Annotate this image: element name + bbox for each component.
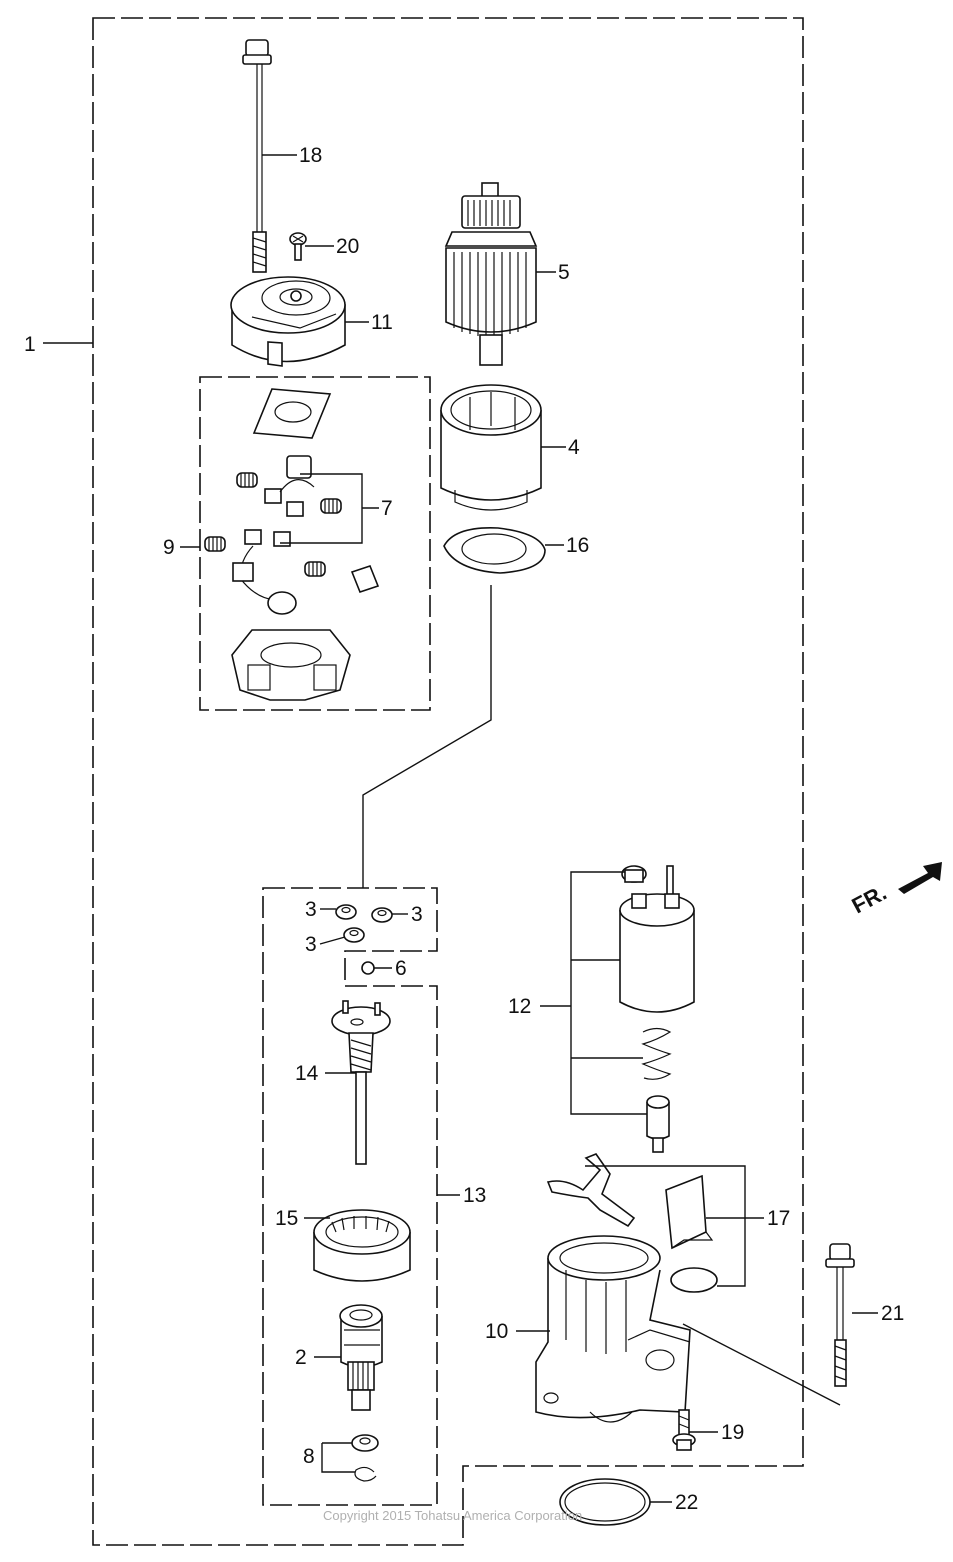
label-7: 7 xyxy=(381,497,393,520)
label-6: 6 xyxy=(395,957,407,980)
copyright-notice: Copyright 2015 Tohatsu America Corporati… xyxy=(323,1508,582,1523)
label-2: 2 xyxy=(295,1346,307,1369)
label-20: 20 xyxy=(336,235,359,258)
label-16: 16 xyxy=(566,534,589,557)
label-5: 5 xyxy=(558,261,570,284)
collar-8 xyxy=(351,1434,379,1452)
label-15: 15 xyxy=(275,1207,298,1230)
label-8: 8 xyxy=(303,1445,315,1468)
label-3b: 3 xyxy=(411,903,423,926)
label-3a: 3 xyxy=(305,898,317,921)
rubber-block-17 xyxy=(665,1174,714,1250)
label-1: 1 xyxy=(24,333,36,356)
bolt-21 xyxy=(825,1243,855,1387)
nut-group-box xyxy=(262,887,438,1506)
label-4: 4 xyxy=(568,436,580,459)
assembly-boundary xyxy=(92,17,804,1546)
internal-gear-15 xyxy=(313,1209,411,1282)
spring-12 xyxy=(641,1027,672,1080)
nut-3c xyxy=(343,927,365,943)
clip-8 xyxy=(354,1466,377,1482)
ball-6 xyxy=(361,961,375,975)
leader-7 xyxy=(280,473,379,544)
leader-16-connector xyxy=(362,585,492,888)
yoke-4 xyxy=(440,384,542,511)
leader-3c xyxy=(319,936,346,945)
label-3c: 3 xyxy=(305,933,317,956)
label-19: 19 xyxy=(721,1421,744,1444)
nut-3a xyxy=(335,904,357,920)
label-18: 18 xyxy=(299,144,322,167)
bolt-19 xyxy=(672,1409,696,1451)
label-9: 9 xyxy=(163,536,175,559)
label-12: 12 xyxy=(508,995,531,1018)
armature-5 xyxy=(444,182,538,366)
nut-3b xyxy=(371,907,393,923)
leader-21-bracket xyxy=(682,1323,841,1406)
pinion-shaft-14 xyxy=(331,1000,391,1165)
gasket-16 xyxy=(443,527,546,574)
plate-17 xyxy=(670,1267,718,1293)
solenoid-12 xyxy=(619,865,695,1013)
brush-springs-9 xyxy=(204,529,380,615)
front-arrow-icon xyxy=(898,862,942,894)
label-13: 13 xyxy=(463,1184,486,1207)
label-17: 17 xyxy=(767,1207,790,1230)
label-21: 21 xyxy=(881,1302,904,1325)
plunger-12 xyxy=(646,1095,670,1153)
label-10: 10 xyxy=(485,1320,508,1343)
leader-8 xyxy=(321,1442,355,1473)
pinion-clutch-2 xyxy=(339,1304,383,1411)
screw-20 xyxy=(289,232,307,261)
brush-plate xyxy=(252,388,332,439)
shift-lever-17 xyxy=(546,1153,636,1228)
bolt-18 xyxy=(242,39,272,273)
brush-springs-7 xyxy=(236,455,342,517)
label-22: 22 xyxy=(675,1491,698,1514)
leader-12 xyxy=(540,871,647,1115)
label-14: 14 xyxy=(295,1062,319,1085)
front-bracket-10 xyxy=(535,1235,691,1423)
label-11: 11 xyxy=(371,311,393,334)
leader-17 xyxy=(585,1165,764,1287)
front-indicator-label: FR. xyxy=(848,880,891,919)
brush-holder xyxy=(231,629,351,701)
brush-group-box xyxy=(199,376,431,711)
end-cap-11 xyxy=(230,276,346,367)
